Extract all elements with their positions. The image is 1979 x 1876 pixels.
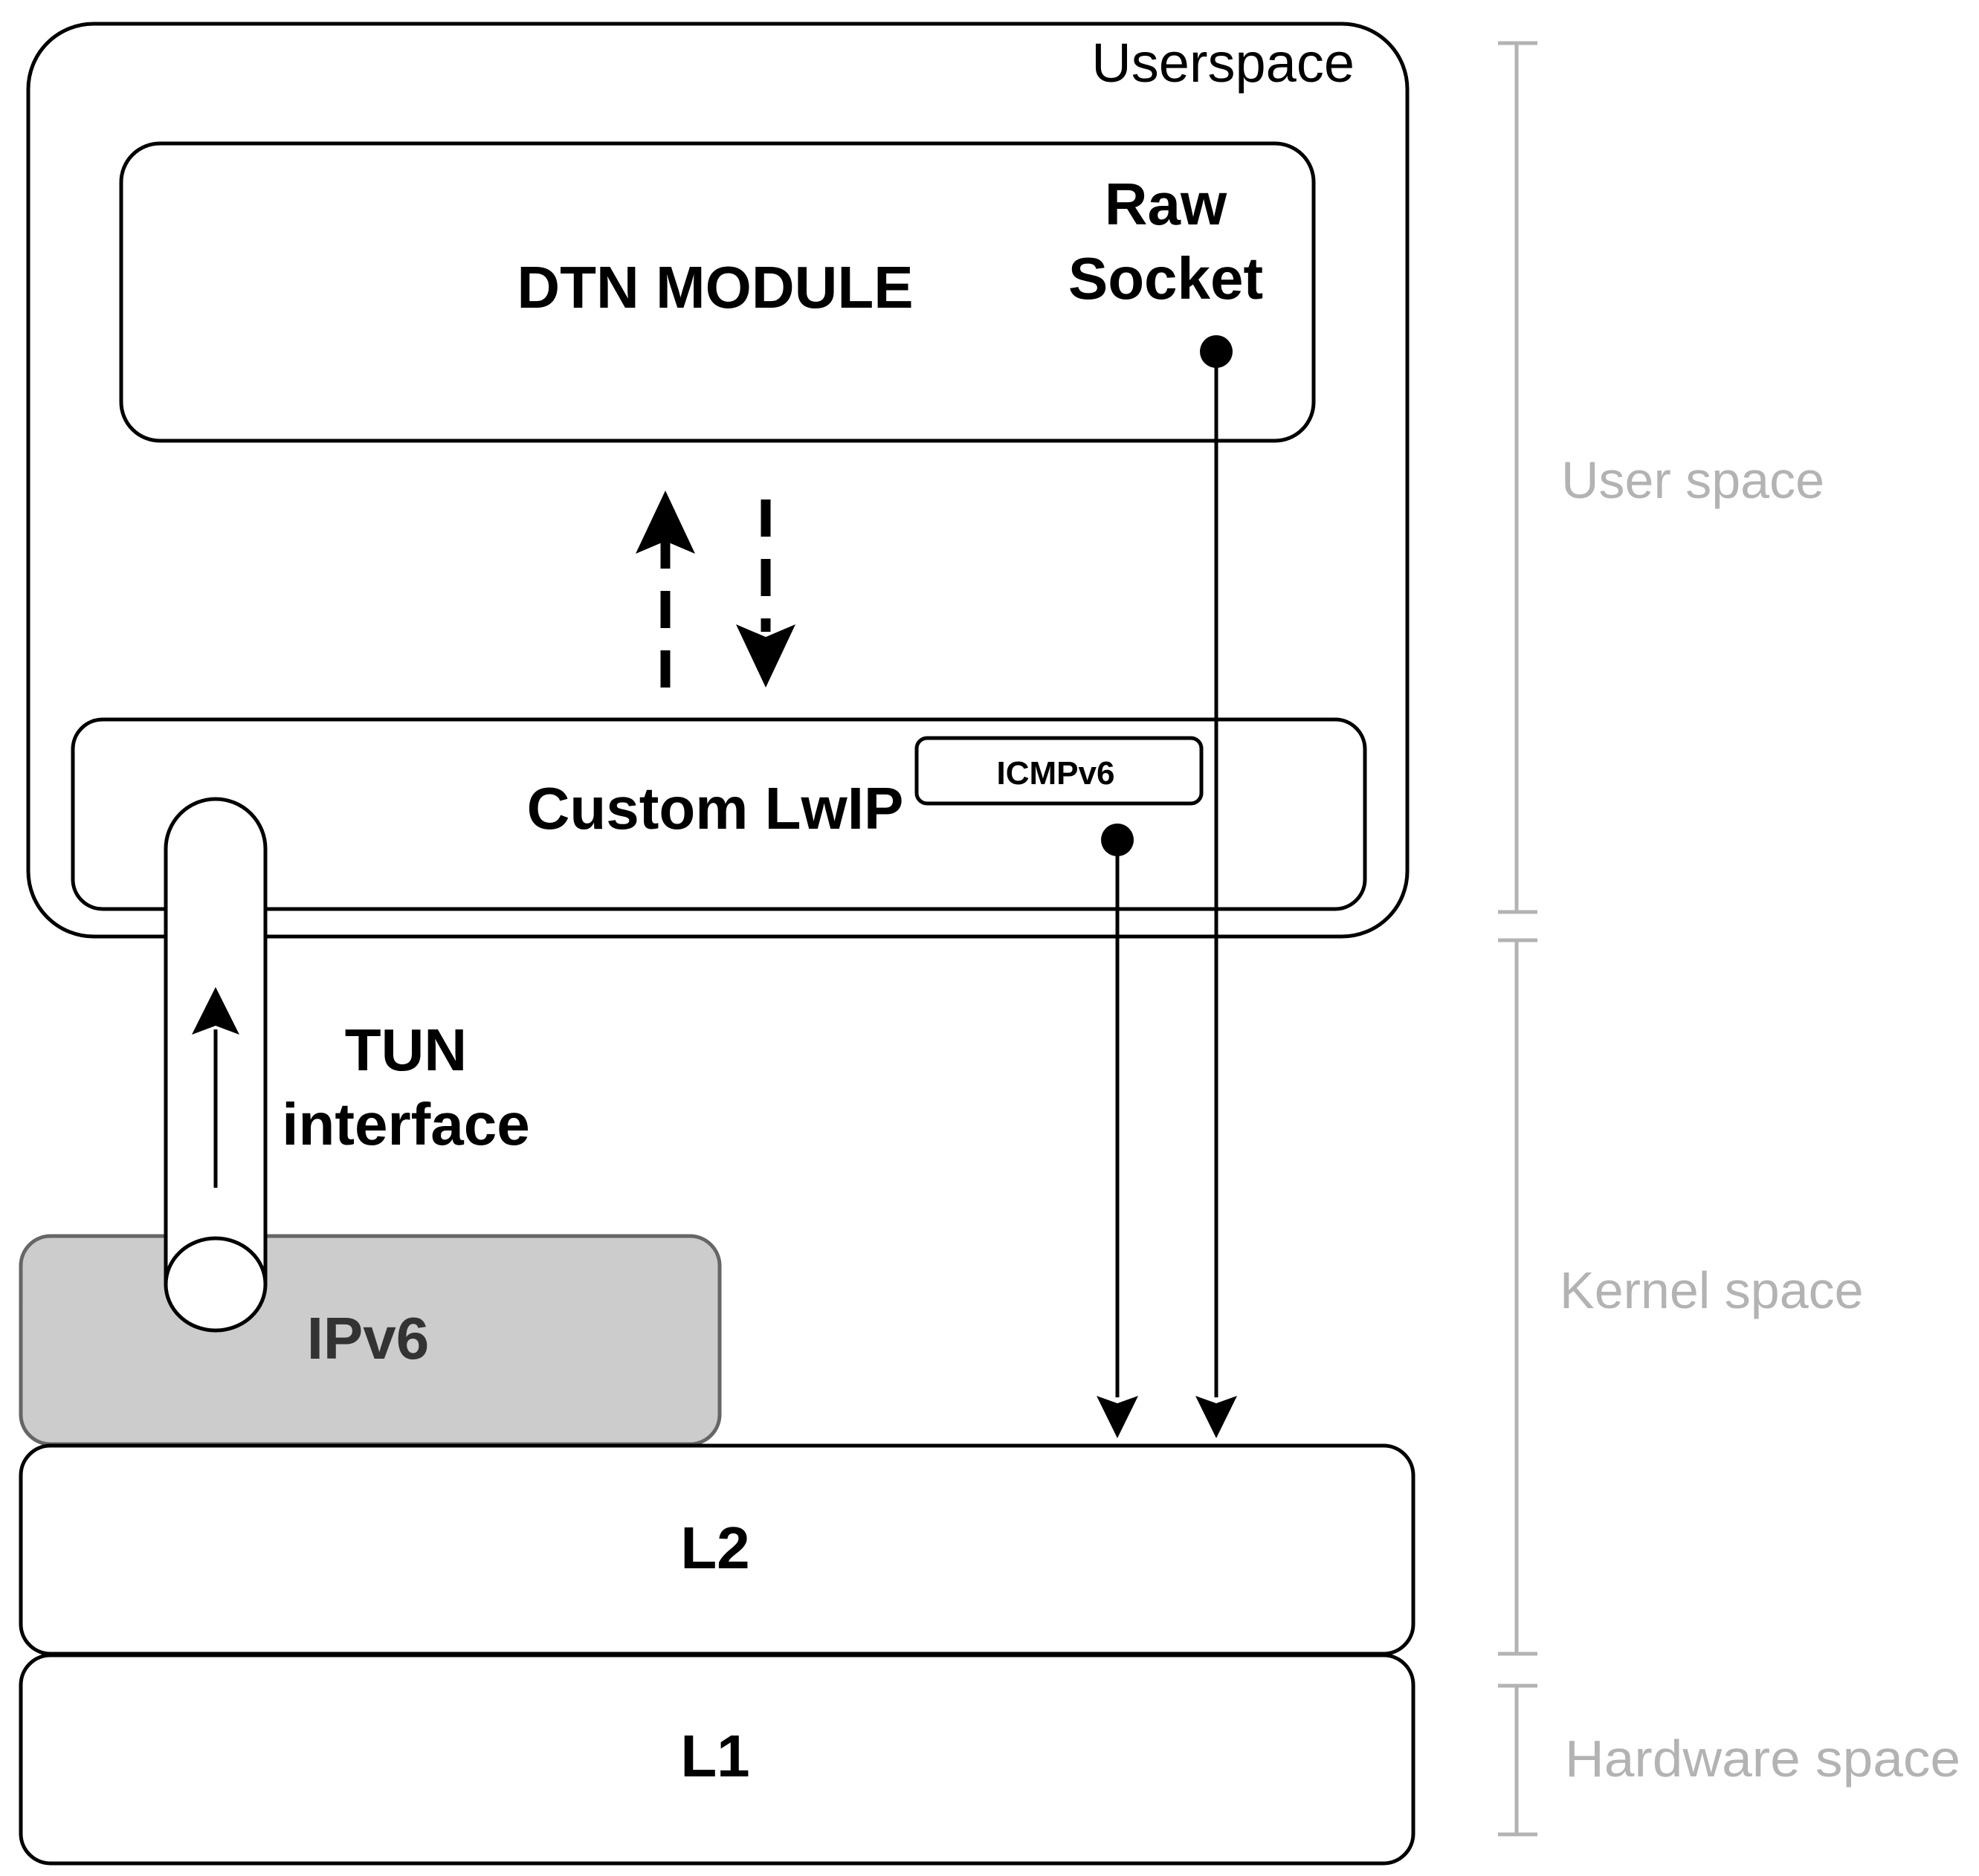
kernel-space-label: Kernel space xyxy=(1560,1261,1864,1319)
ipv6-label: IPv6 xyxy=(307,1305,430,1371)
icmpv6-label: ICMPv6 xyxy=(997,755,1115,792)
user-space-bracket xyxy=(1498,41,1537,914)
icmpv6-box xyxy=(914,736,1204,806)
dashed-arrow-up-head xyxy=(636,491,695,554)
l1-box xyxy=(19,1653,1415,1866)
raw-socket-label-line1: Raw xyxy=(1105,171,1227,237)
tun-up-arrow-head xyxy=(192,987,239,1035)
icmpv6-arrow-head xyxy=(1097,1396,1138,1438)
user-space-label: User space xyxy=(1561,451,1824,509)
dtn-module-box xyxy=(119,141,1316,443)
raw-socket-arrow-head xyxy=(1195,1396,1237,1438)
dashed-arrow-down-head xyxy=(736,624,795,688)
raw-socket-label-line2: Socket xyxy=(1068,245,1263,311)
custom-lwip-label: Custom LwIP xyxy=(527,775,904,841)
hardware-space-bracket xyxy=(1498,1683,1537,1837)
hardware-space-label: Hardware space xyxy=(1565,1730,1960,1788)
l1-label: L1 xyxy=(680,1723,749,1789)
userspace-label: Userspace xyxy=(1091,32,1355,94)
tun-interface-label-line1: TUN xyxy=(345,1017,467,1083)
tun-interface-label-line2: interface xyxy=(282,1091,529,1157)
dtn-module-label: DTN MODULE xyxy=(517,254,913,320)
kernel-space-bracket xyxy=(1498,938,1537,1656)
l2-label: L2 xyxy=(680,1515,749,1581)
